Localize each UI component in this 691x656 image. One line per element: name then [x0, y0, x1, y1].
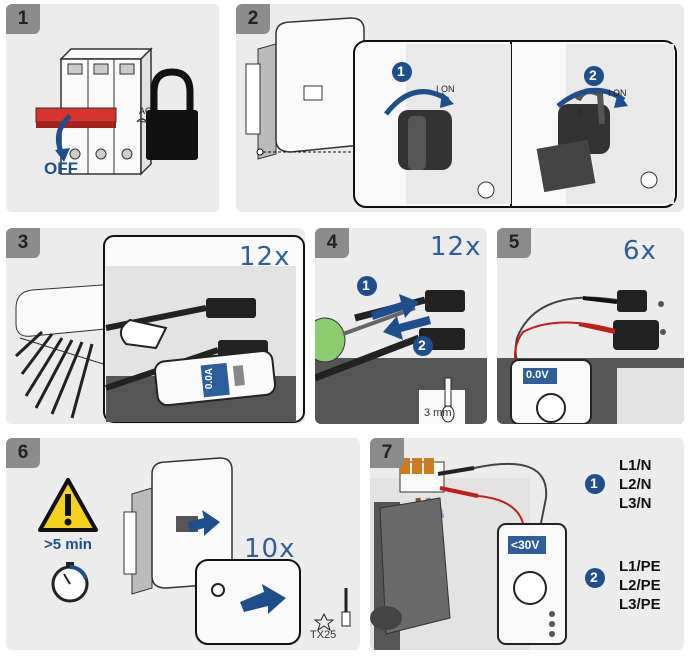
- step-3-number: 3: [6, 228, 40, 258]
- phase-label: L3/PE: [619, 596, 661, 613]
- phase-label: L3/N: [619, 495, 652, 512]
- phase-label: L2/PE: [619, 577, 661, 594]
- callout-1: 1: [362, 277, 370, 293]
- circuit-breaker-illustration: [35, 47, 198, 176]
- tool-size-label: 3 mm: [424, 407, 452, 419]
- wait-and-open-illustration: [38, 457, 351, 645]
- current-clamp-illustration: [14, 235, 305, 423]
- step-2-panel: 2 1 2 I ON I ON 0: [236, 4, 684, 212]
- callout-2: 2: [418, 337, 426, 353]
- ac-voltage-measurement-illustration: [370, 458, 605, 650]
- switch-on-label-right: I ON: [608, 88, 627, 98]
- callout-1: 1: [397, 63, 405, 79]
- step-4-panel: 4 12x 1 2 3 mm: [315, 228, 487, 424]
- connector-release-illustration: [315, 276, 487, 424]
- step-7-number: 7: [370, 438, 404, 468]
- ac-label: AC: [139, 106, 152, 116]
- step-3-panel: 3 12x 0.0A: [6, 228, 305, 424]
- step-4-count: 12x: [430, 232, 482, 262]
- step-6-count: 10x: [244, 534, 296, 564]
- switch-zero-label: 0: [578, 108, 584, 118]
- step-6-panel: 6 >5 min 10x TX25: [6, 438, 360, 650]
- tool-size-label: TX25: [310, 629, 337, 641]
- phase-group-1: L1/N L2/N L3/N: [619, 456, 652, 513]
- step-3-count: 12x: [239, 242, 291, 272]
- phase-label: L2/N: [619, 476, 652, 493]
- step-5-count: 6x: [623, 236, 657, 266]
- voltmeter-display-value: 0.0V: [526, 369, 549, 381]
- inverter-dc-switch-illustration: [245, 17, 677, 208]
- phase-label: L1/PE: [619, 558, 661, 575]
- step-5-number: 5: [497, 228, 531, 258]
- step-2-number: 2: [236, 4, 270, 34]
- callout-2: 2: [590, 569, 598, 585]
- step-4-number: 4: [315, 228, 349, 258]
- step-5-panel: 5 6x 0.0V: [497, 228, 684, 424]
- step-6-number: 6: [6, 438, 40, 468]
- off-label: OFF: [44, 159, 78, 178]
- wait-time-label: >5 min: [44, 536, 92, 553]
- step-1-number: 1: [6, 4, 40, 34]
- callout-2: 2: [589, 67, 597, 83]
- step-7-panel: 7 <30V 1 2 L1/N L2/N L3/N: [370, 438, 684, 650]
- ac-meter-display-value: <30V: [511, 538, 540, 552]
- ac-symbol: ~: [139, 114, 147, 129]
- switch-on-label-left: I ON: [436, 84, 455, 94]
- clamp-display-value: 0.0A: [204, 368, 215, 390]
- callout-1: 1: [590, 475, 598, 491]
- voltage-measurement-illustration: [497, 290, 684, 424]
- phase-label: L1/N: [619, 457, 652, 474]
- step-1-panel: 1 OFF AC ~: [6, 4, 219, 212]
- phase-group-2: L1/PE L2/PE L3/PE: [619, 557, 661, 614]
